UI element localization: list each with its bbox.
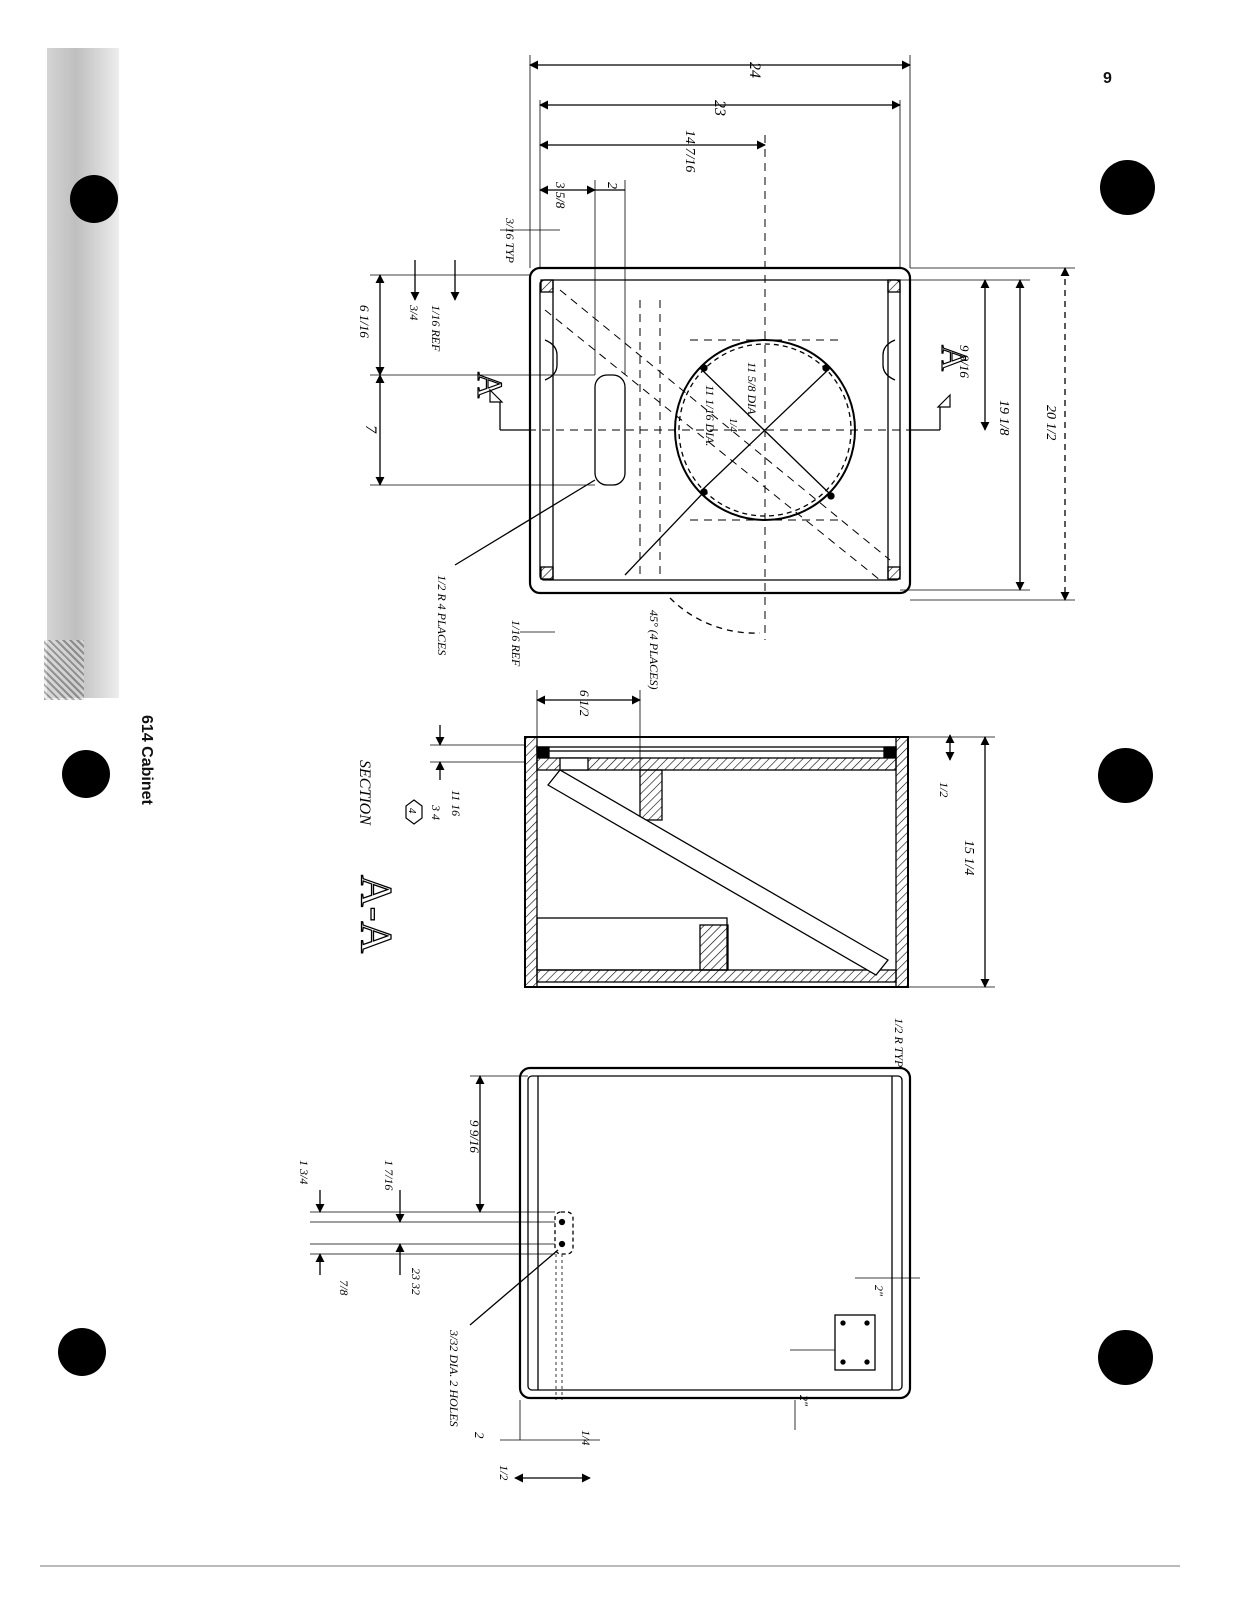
punch-hole bbox=[62, 750, 110, 798]
section-wall bbox=[895, 736, 909, 988]
dim-6-1-2: 6 1/2 bbox=[577, 690, 592, 717]
radius-callout: 1/2 R TYP bbox=[892, 1018, 906, 1068]
dim-19: 19 1/8 bbox=[996, 400, 1011, 435]
callout-hex bbox=[405, 799, 423, 825]
dim-thick: 1/2 bbox=[937, 782, 951, 797]
page-number: 9 bbox=[1103, 70, 1112, 87]
port-slot bbox=[594, 374, 626, 486]
grille-corner bbox=[883, 746, 897, 758]
dim-screw: 1/4 bbox=[727, 418, 739, 433]
section-view: 6 1/2 15 1/4 1/2 11 16 3 4 4 SECTION A-A bbox=[351, 690, 995, 988]
dim-20: 20 1/2 bbox=[1043, 405, 1058, 440]
dim-dia-outer: 11 5/8 DIA. bbox=[745, 362, 759, 417]
dim-1-7-16: 1 7/16 bbox=[382, 1160, 396, 1190]
handle-notch bbox=[882, 339, 896, 381]
grille-line bbox=[536, 746, 897, 752]
dim-bottom-1-2: 1/2 bbox=[497, 1465, 511, 1480]
corner-block bbox=[540, 279, 554, 293]
corner-block bbox=[887, 279, 901, 293]
dim-7-8: 7/8 bbox=[337, 1280, 351, 1295]
plate-dim-b: 2" bbox=[797, 1395, 811, 1407]
scan-artifact bbox=[44, 640, 84, 700]
plate-dim-a: 2" bbox=[872, 1285, 886, 1297]
dim-3-4: 3/4 bbox=[407, 304, 421, 320]
section-marker-right: A bbox=[934, 345, 974, 371]
dim-edge: 3/16 TYP bbox=[503, 217, 517, 264]
section-label-prefix: SECTION bbox=[356, 760, 373, 826]
dim-14: 14 7/16 bbox=[682, 130, 697, 172]
dim-11-16: 11 16 bbox=[449, 790, 463, 816]
dim-23: 23 bbox=[711, 100, 728, 116]
back-outline bbox=[518, 1066, 912, 1400]
punch-hole bbox=[70, 175, 118, 223]
dim-6: 6 1/16 bbox=[357, 305, 372, 338]
dim-24: 24 bbox=[746, 62, 763, 78]
front-inner-frame bbox=[539, 279, 901, 581]
terminal-hole bbox=[558, 1240, 566, 1248]
back-view: 9 9/16 1 3/4 1 7/16 7/8 23 32 3/32 DIA. … bbox=[297, 1018, 920, 1483]
handle-notch bbox=[544, 339, 558, 381]
dim-bottom-1-4: 1/4 bbox=[579, 1430, 593, 1445]
section-wall bbox=[524, 736, 538, 988]
holes-callout: 3/32 DIA. 2 HOLES bbox=[447, 1329, 461, 1427]
dim-23-32: 23 32 bbox=[409, 1268, 423, 1295]
angle-callout: 45° (4 PLACES) bbox=[647, 610, 661, 689]
punch-hole bbox=[1098, 748, 1153, 803]
baffle-board bbox=[536, 757, 897, 771]
dim-1-3-4: 1 3/4 bbox=[297, 1160, 311, 1184]
terminal-hole bbox=[558, 1218, 566, 1226]
nameplate bbox=[834, 1314, 876, 1371]
binding-shadow bbox=[47, 48, 119, 698]
dim-3-5-8: 3 5/8 bbox=[553, 181, 568, 209]
brace bbox=[699, 924, 729, 971]
section-label: A-A bbox=[352, 875, 401, 953]
dim-3-4-section: 3 4 bbox=[429, 804, 443, 820]
baffle-gap bbox=[559, 757, 589, 771]
slot-callout: 1/2 R 4 PLACES bbox=[435, 575, 449, 655]
page-edge bbox=[40, 1565, 1180, 1567]
port-tube bbox=[536, 917, 728, 971]
grille-corner bbox=[536, 746, 550, 758]
front-view: 24 23 14 7/16 3 5/8 2 3/16 TYP 6 1/16 3/… bbox=[357, 55, 1075, 689]
punch-hole bbox=[1100, 160, 1155, 215]
back-inner-frame bbox=[527, 1075, 903, 1391]
corner-block bbox=[887, 566, 901, 580]
dim-ref-bottom: 1/16 REF bbox=[509, 620, 523, 667]
diagonal-panel bbox=[547, 769, 889, 976]
punch-hole bbox=[58, 1328, 106, 1376]
dim-9-9-16: 9 9/16 bbox=[957, 345, 972, 378]
dim-ref-top: 1/16 REF bbox=[429, 305, 443, 352]
punch-hole bbox=[1098, 1330, 1153, 1385]
dim-bottom-2: 2 bbox=[472, 1432, 487, 1439]
dim-2: 2 bbox=[604, 182, 619, 189]
corner-block bbox=[540, 566, 554, 580]
brace bbox=[639, 769, 663, 821]
terminal-cutout bbox=[554, 1211, 574, 1255]
dim-9-9-16-back: 9 9/16 bbox=[467, 1120, 482, 1153]
back-board bbox=[536, 969, 897, 983]
dim-15: 15 1/4 bbox=[961, 840, 976, 875]
dim-dia-inner: 11 1/16 DIA. bbox=[703, 385, 717, 446]
dim-7: 7 bbox=[362, 425, 379, 434]
callout-number: 4 bbox=[406, 808, 418, 814]
mount-hole bbox=[827, 492, 835, 500]
